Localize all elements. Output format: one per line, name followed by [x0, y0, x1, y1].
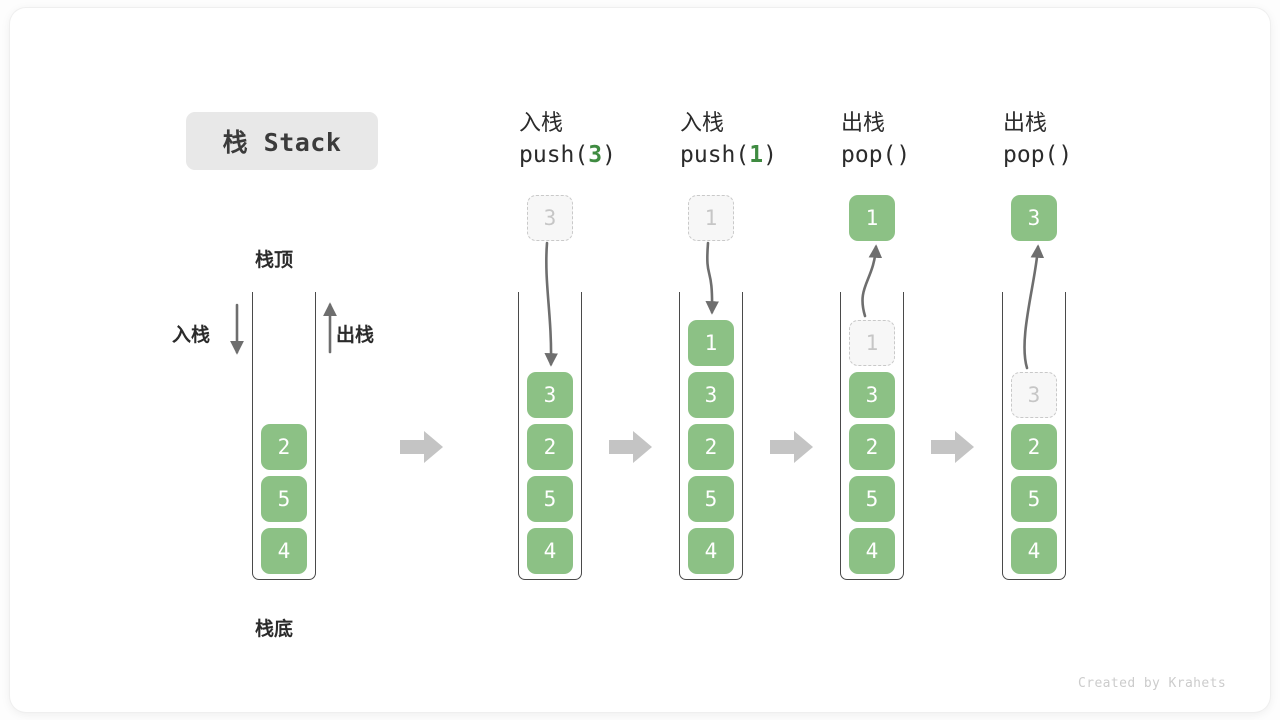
floating-element-pop-1: 1: [849, 195, 895, 241]
stack-cell: 5: [849, 476, 895, 522]
column-header-code: pop(): [841, 142, 911, 168]
stack-cell: 5: [527, 476, 573, 522]
column-header-cn: 入栈: [519, 110, 564, 135]
stack-bottom-label: 栈底: [255, 619, 294, 640]
column-header-pop-2: 出栈 pop(): [1003, 108, 1183, 172]
initial-stack-container: [252, 292, 316, 580]
stack-cell: 2: [1011, 424, 1057, 470]
stack-cell: 4: [1011, 528, 1057, 574]
stack-cell: 2: [849, 424, 895, 470]
stack-top-label: 栈顶: [255, 250, 294, 271]
column-header-pop-1: 出栈 pop(): [841, 108, 1021, 172]
stack-cell: 4: [849, 528, 895, 574]
column-header-code-value: 1: [749, 142, 764, 168]
stack-cell: 2: [688, 424, 734, 470]
column-header-push-1: 入栈 push(1): [680, 108, 860, 172]
stack-container-pop-2: [1002, 292, 1066, 580]
flow-arrow: [931, 431, 974, 463]
stack-cell-ghost: 1: [849, 320, 895, 366]
floating-element-push-1: 1: [688, 195, 734, 241]
column-header-code: pop(): [1003, 142, 1073, 168]
column-header-cn: 出栈: [1003, 110, 1048, 135]
flow-arrow: [609, 431, 652, 463]
floating-element-pop-2: 3: [1011, 195, 1057, 241]
stack-cell: 3: [527, 372, 573, 418]
column-header-code-value: 3: [588, 142, 603, 168]
push-direction-label: 入栈: [172, 325, 211, 346]
stack-cell: 5: [261, 476, 307, 522]
flow-arrow: [770, 431, 813, 463]
stack-container-pop-1: [840, 292, 904, 580]
stack-cell: 5: [1011, 476, 1057, 522]
pop-direction-label: 出栈: [336, 325, 375, 346]
column-header-push-3: 入栈 push(3): [519, 108, 699, 172]
stack-cell: 1: [688, 320, 734, 366]
column-header-cn: 入栈: [680, 110, 725, 135]
title-badge: 栈 Stack: [186, 112, 378, 170]
floating-element-push-3: 3: [527, 195, 573, 241]
stack-cell: 4: [261, 528, 307, 574]
watermark: Created by Krahets: [1078, 676, 1227, 691]
flow-arrow: [400, 431, 443, 463]
stack-cell: 4: [688, 528, 734, 574]
stack-cell: 2: [527, 424, 573, 470]
stack-cell: 3: [849, 372, 895, 418]
stack-cell-ghost: 3: [1011, 372, 1057, 418]
stack-cell: 2: [261, 424, 307, 470]
column-header-cn: 出栈: [841, 110, 886, 135]
stack-cell: 4: [527, 528, 573, 574]
stack-container-push-3: [518, 292, 582, 580]
stack-cell: 3: [688, 372, 734, 418]
title-badge-label: 栈 Stack: [222, 128, 342, 157]
stack-container-push-1: [679, 292, 743, 580]
stack-cell: 5: [688, 476, 734, 522]
column-header-code: push(1): [680, 142, 777, 168]
column-header-code: push(3): [519, 142, 616, 168]
